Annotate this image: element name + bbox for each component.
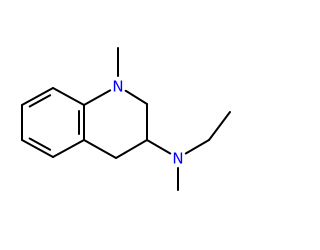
bond-benzene-1 [21, 87, 54, 106]
bond-ch2-aryl [83, 139, 117, 159]
bond-ch-amine [146, 139, 172, 155]
molecule-structure: NN [21, 47, 231, 191]
bond-benzene-3-double [28, 137, 52, 151]
bond-ethyl-methyl [208, 111, 231, 141]
bond-benzene-6 [52, 87, 85, 106]
bond-aryl-n [83, 89, 112, 106]
bond-n-ch2 [124, 89, 148, 105]
bond-amine-ethyl [184, 139, 210, 155]
bond-ch-ch2 [115, 139, 148, 159]
amine-nitrogen-label: N [172, 150, 183, 168]
bond-benzene-4 [52, 139, 85, 158]
bond-benzene-3 [21, 139, 54, 158]
ring-nitrogen-label: N [112, 78, 123, 96]
bond-benzene-1-double [28, 94, 52, 108]
